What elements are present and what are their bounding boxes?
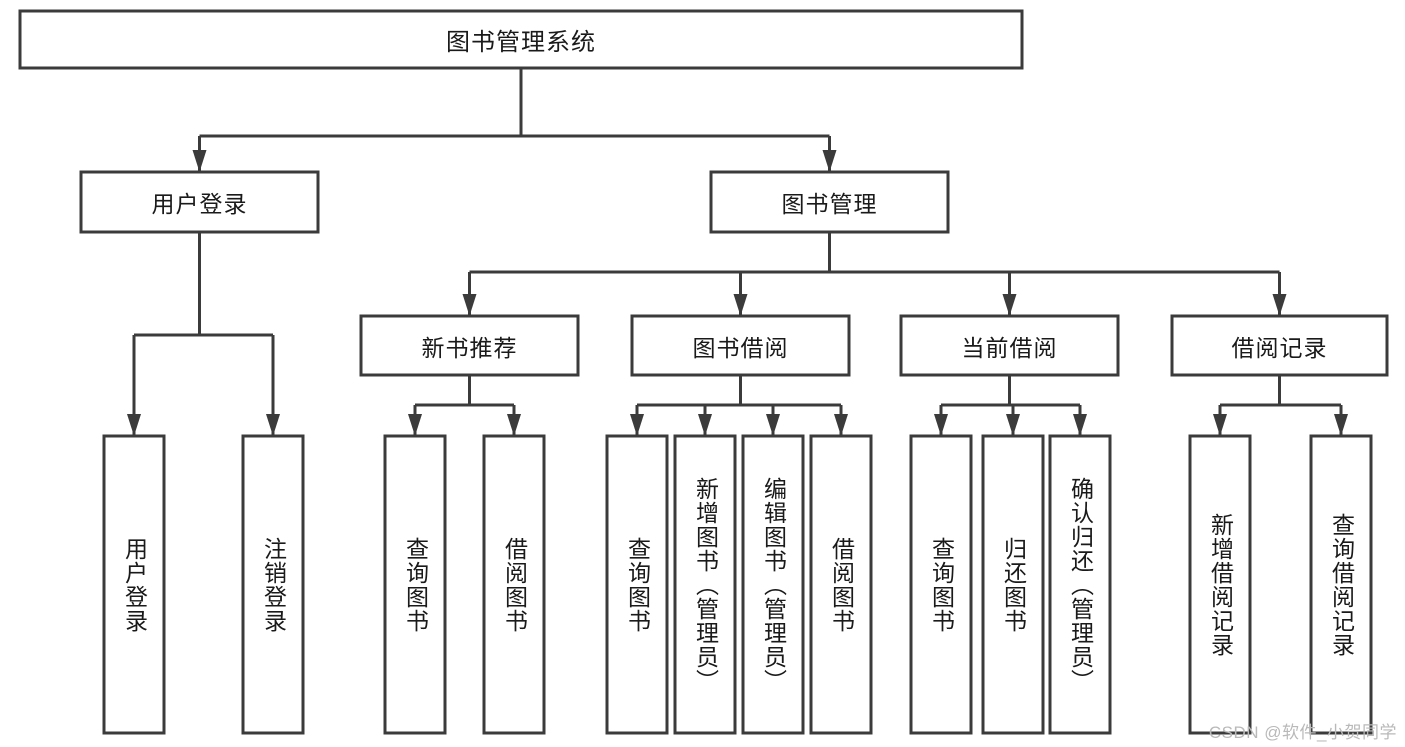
node-box-user_login_do[interactable]: [102, 434, 166, 735]
node-box-new_book_rec[interactable]: [359, 314, 580, 377]
node-box-borrow_query_book[interactable]: [605, 434, 669, 735]
arrow-head-book_borrow-1: [698, 414, 712, 436]
node-box-root[interactable]: [18, 9, 1024, 70]
node-box-rec_borrow_book[interactable]: [482, 434, 546, 735]
arrow-head-book_borrow-0: [630, 414, 644, 436]
arrow-head-root-0: [192, 150, 207, 172]
arrow-head-root-1: [822, 150, 837, 172]
connector-layer: [127, 68, 1348, 436]
arrow-head-new_book_rec-1: [507, 414, 521, 436]
arrow-head-book_manage-2: [1002, 294, 1017, 316]
node-box-edit_book_admin[interactable]: [741, 434, 805, 735]
node-box-book_borrow[interactable]: [630, 314, 851, 377]
arrow-head-current_borrow-2: [1073, 414, 1087, 436]
arrow-head-book_manage-1: [733, 294, 748, 316]
node-box-book_manage[interactable]: [709, 170, 950, 234]
node-box-borrow_book[interactable]: [809, 434, 873, 735]
node-box-layer: [18, 9, 1389, 735]
arrow-head-book_manage-0: [462, 294, 477, 316]
node-box-user_login[interactable]: [79, 170, 320, 234]
node-box-confirm_return_admin[interactable]: [1048, 434, 1112, 735]
arrow-head-user_login-0: [127, 414, 141, 436]
node-box-user_logout[interactable]: [241, 434, 305, 735]
node-box-rec_query_book[interactable]: [383, 434, 447, 735]
arrow-head-book_manage-3: [1272, 294, 1287, 316]
arrow-head-current_borrow-1: [1006, 414, 1020, 436]
node-box-add_borrow_record[interactable]: [1188, 434, 1252, 735]
node-box-cur_query_book[interactable]: [909, 434, 973, 735]
node-box-current_borrow[interactable]: [899, 314, 1120, 377]
node-box-borrow_record[interactable]: [1170, 314, 1389, 377]
node-box-query_borrow_record[interactable]: [1309, 434, 1373, 735]
arrow-head-user_login-1: [266, 414, 280, 436]
arrow-head-borrow_record-0: [1213, 414, 1227, 436]
node-box-return_book[interactable]: [981, 434, 1045, 735]
arrow-head-book_borrow-2: [766, 414, 780, 436]
arrow-head-book_borrow-3: [834, 414, 848, 436]
arrow-head-new_book_rec-0: [408, 414, 422, 436]
node-box-add_book_admin[interactable]: [673, 434, 737, 735]
arrow-head-current_borrow-0: [934, 414, 948, 436]
arrow-head-borrow_record-1: [1334, 414, 1348, 436]
